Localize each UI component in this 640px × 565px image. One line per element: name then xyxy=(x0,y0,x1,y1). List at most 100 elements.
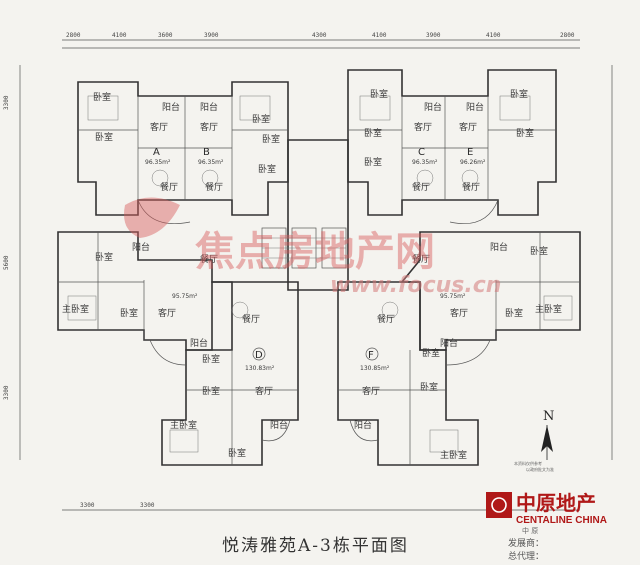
room-label: 餐厅 xyxy=(462,181,480,193)
room-label: 阳台 xyxy=(466,101,484,113)
walls xyxy=(57,69,581,466)
room-label: 阳台 xyxy=(490,241,508,253)
unit-c-label: C xyxy=(418,147,425,158)
top-dimensions: 2800 4100 3600 3900 4300 4100 3900 4100 … xyxy=(66,32,575,39)
room-label: 卧室 xyxy=(93,91,111,103)
dim-top-8: 4100 xyxy=(486,32,501,39)
dim-bottom-1: 3300 xyxy=(80,502,95,509)
room-label: 阳台 xyxy=(270,419,288,431)
room-label: 客厅 xyxy=(362,385,380,397)
centaline-logo-icon xyxy=(486,492,512,518)
unit-d-label: D xyxy=(255,350,263,361)
room-label: 卧室 xyxy=(120,307,138,319)
fine-print-2: 以政府批文为准 xyxy=(526,466,554,472)
room-label: 卧室 xyxy=(422,347,440,359)
room-label: 主卧室 xyxy=(62,303,89,315)
room-label: 餐厅 xyxy=(412,181,430,193)
room-label: 卧室 xyxy=(505,307,523,319)
room-label: 卧室 xyxy=(370,88,388,100)
room-label: 主卧室 xyxy=(535,303,562,315)
room-label: 主卧室 xyxy=(440,449,467,461)
room-label: 卧室 xyxy=(252,113,270,125)
room-label: 餐厅 xyxy=(205,181,223,193)
unit-a-area: 96.35m² xyxy=(145,159,171,166)
room-label: 客厅 xyxy=(255,385,273,397)
room-label: 阳台 xyxy=(132,241,150,253)
room-label: 阳台 xyxy=(354,419,372,431)
room-label: 餐厅 xyxy=(377,313,395,325)
room-label: 餐厅 xyxy=(160,181,178,193)
dim-top-4: 3900 xyxy=(204,32,219,39)
agent-note: 总代理： xyxy=(508,550,544,562)
fine-print-1: 本资料仅供参考 xyxy=(514,460,542,466)
unit-f-area: 130.85m² xyxy=(360,365,390,372)
room-label: 客厅 xyxy=(414,121,432,133)
dim-bottom-2: 3300 xyxy=(140,502,155,509)
room-label: 阳台 xyxy=(200,101,218,113)
room-label: 卧室 xyxy=(420,381,438,393)
plan-title: 悦涛雅苑A-3栋平面图 xyxy=(222,536,409,556)
room-label: 客厅 xyxy=(158,307,176,319)
watermark-url: www.focus.cn xyxy=(330,273,501,298)
room-label: 主卧室 xyxy=(170,419,197,431)
bottom-dimensions: 3300 3300 xyxy=(80,502,155,509)
dim-top-3: 3600 xyxy=(158,32,173,39)
room-label: 客厅 xyxy=(200,121,218,133)
furniture xyxy=(67,95,573,453)
room-label: 卧室 xyxy=(364,127,382,139)
room-label: 卧室 xyxy=(202,385,220,397)
unit-a-label: A xyxy=(153,147,160,158)
unit-b-label: B xyxy=(203,147,210,158)
room-label: 餐厅 xyxy=(200,253,218,265)
side-unit-left-area: 95.75m² xyxy=(172,293,198,300)
unit-labels: A 96.35m² B 96.35m² C 96.35m² E 96.26m² … xyxy=(145,147,486,372)
room-label: 卧室 xyxy=(95,131,113,143)
focus-logo-icon xyxy=(124,197,180,238)
unit-e-label: E xyxy=(467,147,473,158)
room-label: 阳台 xyxy=(162,101,180,113)
room-label: 卧室 xyxy=(258,163,276,175)
focus-watermark: 焦点房地产网 www.focus.cn xyxy=(124,197,501,298)
room-label: 阳台 xyxy=(190,337,208,349)
room-label: 餐厅 xyxy=(242,313,260,325)
room-label: 卧室 xyxy=(95,251,113,263)
north-label: N xyxy=(543,409,554,424)
room-label: 卧室 xyxy=(202,353,220,365)
room-label: 卧室 xyxy=(262,133,280,145)
centaline-brand: 中原地产 CENTALINE CHINA 中 原 发展商： 总代理： xyxy=(486,491,607,562)
unit-e-area: 96.26m² xyxy=(460,159,486,166)
unit-f-label: F xyxy=(368,350,374,361)
unit-c-area: 96.35m² xyxy=(412,159,438,166)
dim-top-6: 4100 xyxy=(372,32,387,39)
room-label: 卧室 xyxy=(530,245,548,257)
dim-left-2: 5600 xyxy=(3,255,10,270)
room-label: 餐厅 xyxy=(412,253,430,265)
dim-left-1: 3300 xyxy=(3,95,10,110)
room-label: 客厅 xyxy=(150,121,168,133)
dim-top-1: 2800 xyxy=(66,32,81,39)
room-label: 卧室 xyxy=(516,127,534,139)
brand-en: CENTALINE CHINA xyxy=(516,515,607,526)
watermark-cn: 焦点房地产网 xyxy=(195,229,435,275)
unit-d-area: 130.83m² xyxy=(245,365,275,372)
north-arrow: N xyxy=(541,409,554,460)
room-label: 客厅 xyxy=(459,121,477,133)
brand-cn: 中原地产 xyxy=(516,491,596,515)
room-labels: 卧室 阳台 阳台 卧室 卧室 客厅 客厅 卧室 餐厅 餐厅 卧室 卧室 阳台 阳… xyxy=(62,88,562,461)
developer-note: 发展商： xyxy=(508,537,544,549)
dim-top-5: 4300 xyxy=(312,32,327,39)
dim-top-7: 3900 xyxy=(426,32,441,39)
room-label: 阳台 xyxy=(440,337,458,349)
left-dimensions: 3300 5600 3300 xyxy=(3,95,10,400)
room-label: 阳台 xyxy=(424,101,442,113)
brand-sub: 中 原 xyxy=(522,526,538,535)
side-unit-right-area: 95.75m² xyxy=(440,293,466,300)
dim-top-9: 2800 xyxy=(560,32,575,39)
room-label: 卧室 xyxy=(364,156,382,168)
room-label: 卧室 xyxy=(510,88,528,100)
dim-left-3: 3300 xyxy=(3,385,10,400)
fine-print: 本资料仅供参考 以政府批文为准 xyxy=(514,460,554,472)
room-label: 卧室 xyxy=(228,447,246,459)
room-label: 客厅 xyxy=(450,307,468,319)
